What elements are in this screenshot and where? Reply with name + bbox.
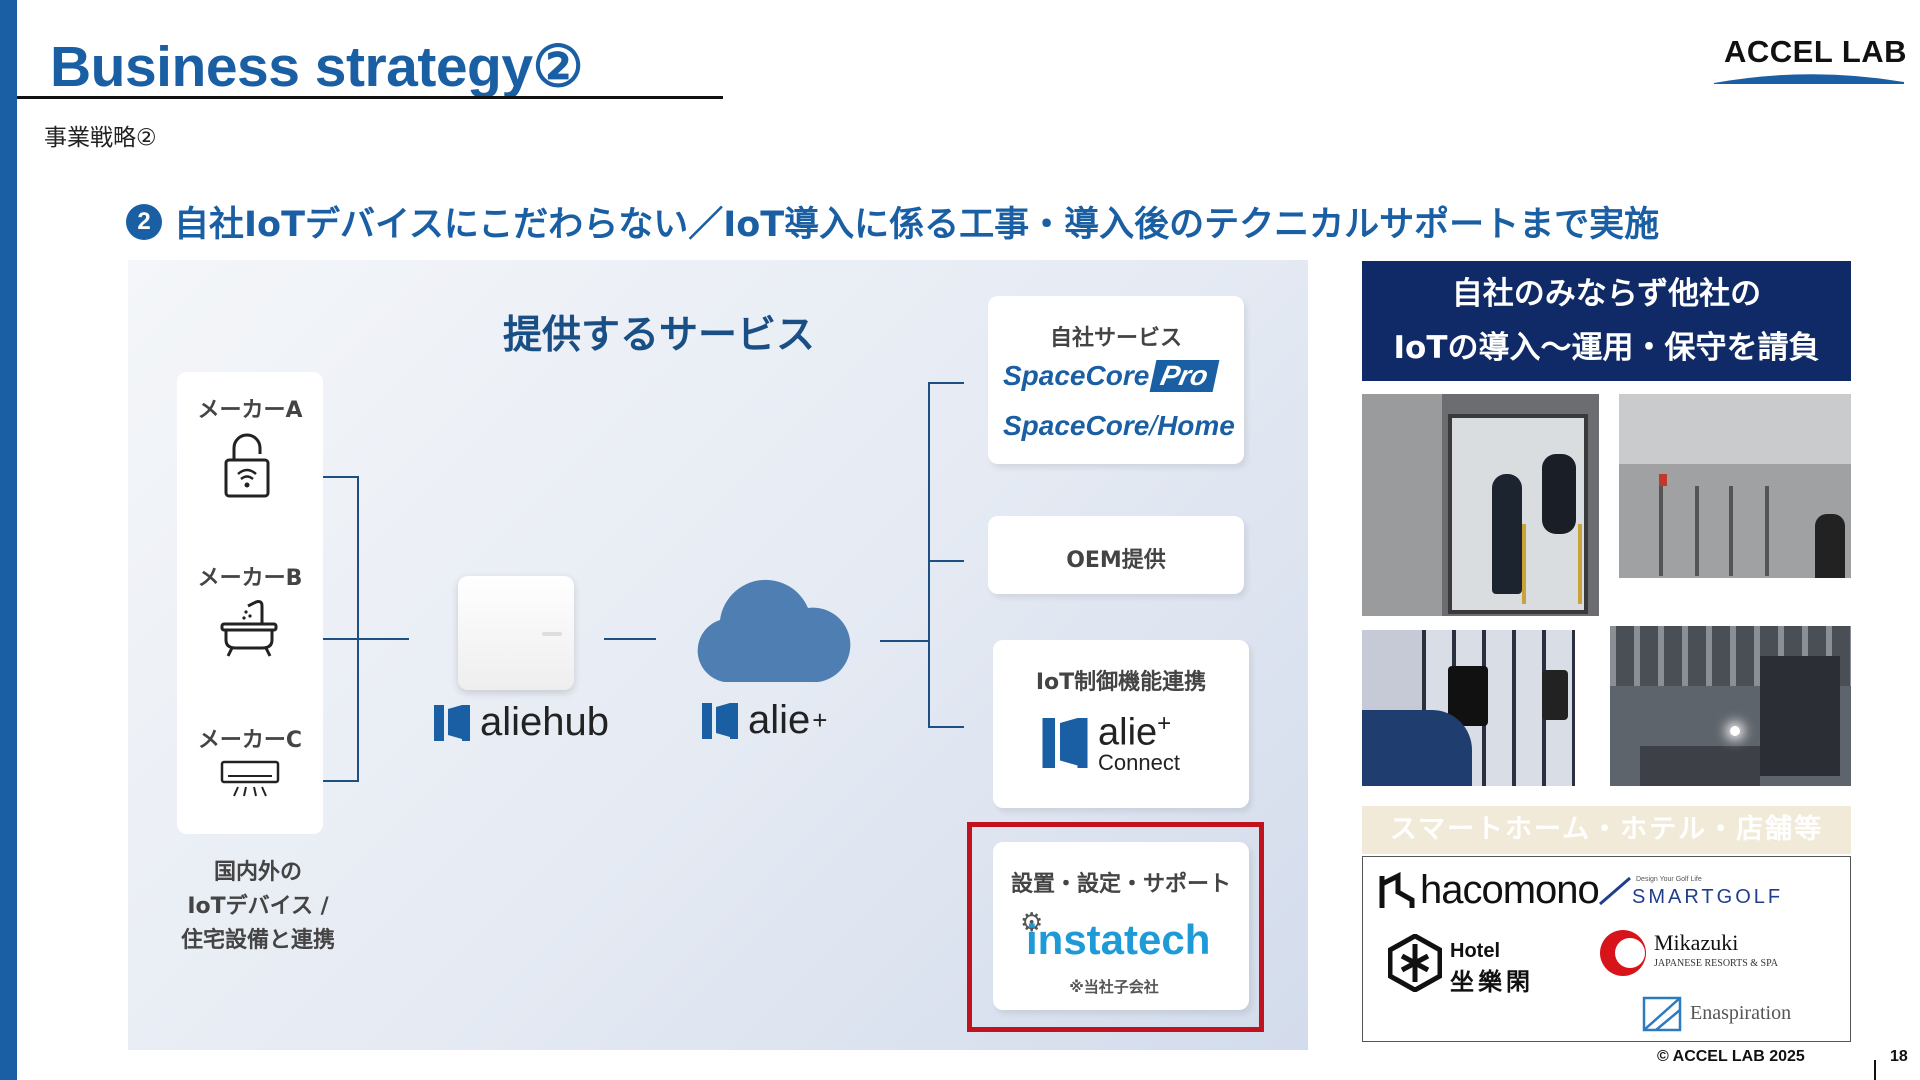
maker-c-label: メーカーC — [197, 728, 303, 753]
support-card — [993, 842, 1249, 1010]
highlight-frame — [967, 822, 1264, 1032]
mikazuki-subtitle: JAPANESE RESORTS & SPA — [1654, 958, 1778, 969]
left-accent-bar — [0, 0, 17, 1080]
enaspiration-logo: Enaspiration — [1690, 1002, 1792, 1024]
smartgolf-tagline: Design Your Golf Life — [1636, 876, 1702, 883]
alie-mark-icon — [434, 704, 470, 741]
copyright: © ACCEL LAB 2025 — [1657, 1048, 1805, 1065]
alie-connect-logo: alie+ Connect — [1040, 712, 1180, 774]
hacomono-logo: hacomono — [1420, 868, 1600, 912]
smartgolf-logo: SMARTGOLF — [1632, 886, 1784, 908]
contract-banner: 自社のみならず他社の IoTの導入〜運用・保守を請負 — [1362, 261, 1851, 381]
air-conditioner-icon — [220, 760, 280, 797]
aliehub-brand: aliehub — [432, 700, 609, 745]
mikazuki-mark-icon — [1600, 930, 1646, 976]
maker-a-label: メーカーA — [197, 398, 303, 423]
hotel-label: Hotel — [1450, 940, 1500, 962]
smartgolf-mark-icon — [1599, 876, 1631, 906]
alie-mark-icon — [702, 702, 738, 739]
maker-note: 国内外の IoTデバイス / 住宅設備と連携 — [180, 860, 335, 953]
hotel-name: 坐樂閑 — [1450, 969, 1534, 996]
connector-line — [928, 382, 964, 384]
iot-control-title: IoT制御機能連携 — [1035, 670, 1207, 695]
bathtub-icon — [220, 600, 278, 657]
enaspiration-mark-icon — [1642, 996, 1682, 1032]
cloud-icon — [697, 579, 851, 682]
connector-line — [323, 476, 359, 478]
headline-text: 自社IoTデバイスにこだわらない／IoT導入に係る工事・導入後のテクニカルサポー… — [174, 205, 1660, 245]
page-number: 18 — [1890, 1048, 1908, 1065]
connector-line — [928, 382, 930, 728]
headline: 2 自社IoTデバイスにこだわらない／IoT導入に係る工事・導入後のテクニカルサ… — [126, 196, 1659, 247]
company-logo: ACCEL LAB — [1724, 34, 1908, 69]
connector-line — [880, 640, 930, 642]
photo-ceiling-work — [1619, 394, 1851, 578]
own-service-title: 自社サービス — [1049, 326, 1182, 351]
photo-keypad-install — [1362, 630, 1575, 786]
subsidiary-note: ※当社子会社 — [1069, 978, 1159, 996]
connector-line — [357, 476, 359, 782]
spacecore-home-logo: SpaceCore/Home — [1003, 410, 1235, 441]
page-divider — [1874, 1060, 1876, 1080]
connector-line — [928, 726, 964, 728]
page-subtitle: 事業戦略② — [44, 125, 157, 151]
category-label: スマートホーム・ホテル・店舗等 — [1362, 806, 1851, 854]
title-underline — [17, 96, 723, 99]
hotel-zarakan-mark-icon — [1388, 934, 1442, 992]
photo-door-installation — [1362, 394, 1599, 616]
instatech-logo: instatech — [1026, 916, 1211, 963]
connector-line — [357, 638, 409, 640]
maker-card — [177, 372, 323, 834]
diagram-title: 提供するサービス — [503, 313, 816, 358]
support-title: 設置・設定・サポート — [1010, 872, 1231, 897]
headline-number-badge: 2 — [126, 203, 162, 240]
maker-b-label: メーカーB — [197, 566, 303, 591]
connector-line — [928, 560, 964, 562]
alie-mark-icon — [1042, 717, 1088, 768]
iot-control-card — [993, 640, 1249, 808]
connector-line — [604, 638, 656, 640]
photo-interior-construction — [1610, 626, 1851, 786]
aliehub-device-image — [458, 576, 574, 690]
hacomono-mark-icon — [1379, 872, 1415, 908]
oem-title: OEM提供 — [1066, 548, 1166, 573]
gear-icon: ⚙ — [1020, 908, 1044, 938]
mikazuki-logo: Mikazuki — [1654, 930, 1739, 955]
smart-lock-icon — [224, 433, 270, 498]
alie-plus-brand: alie+ — [700, 698, 827, 743]
connector-line — [323, 780, 359, 782]
page-title: Business strategy② — [50, 35, 584, 99]
connector-line — [323, 638, 359, 640]
oem-card — [988, 516, 1244, 594]
logo-swoosh-icon — [1714, 74, 1904, 84]
